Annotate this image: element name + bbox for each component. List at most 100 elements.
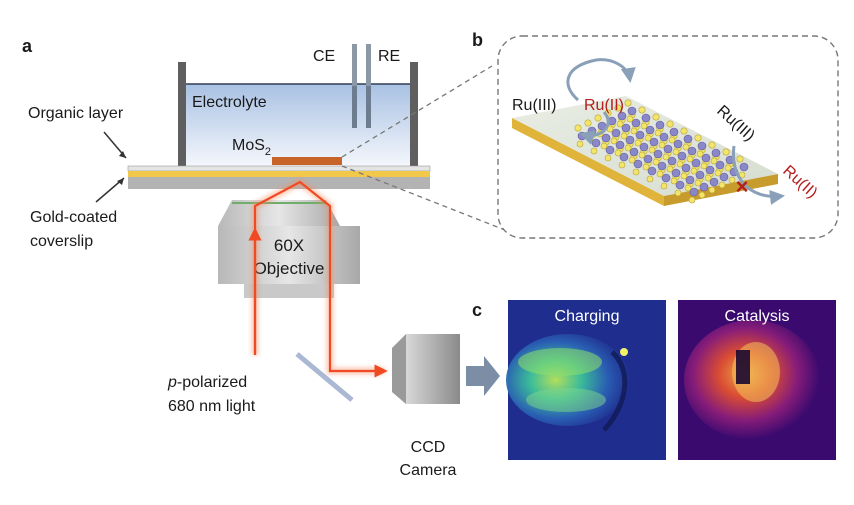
sulfur-atom-bottom	[632, 168, 640, 176]
ccd-label-line1: CCD	[411, 439, 446, 456]
sulfur-atom-bottom	[668, 136, 676, 144]
sulfur-atom-bottom	[694, 179, 702, 187]
reference-electrode-immersed	[366, 86, 371, 128]
sulfur-atom-bottom	[700, 162, 708, 170]
sulfur-atom-bottom	[616, 120, 624, 128]
molybdenum-atom	[663, 144, 673, 154]
sulfur-atom-bottom	[714, 169, 722, 177]
sulfur-atom-bottom	[590, 147, 598, 155]
sulfur-atom-bottom	[682, 143, 690, 151]
sulfur-atom-bottom	[660, 182, 668, 190]
molybdenum-atom	[687, 146, 697, 156]
molybdenum-atom	[671, 168, 681, 178]
molybdenum-atom	[617, 111, 627, 121]
molybdenum-atom	[625, 135, 635, 145]
mos2-label: MoS2	[232, 137, 271, 158]
molybdenum-atom	[657, 161, 667, 171]
ccd-label-line2: Camera	[400, 462, 457, 479]
sulfur-atom-bottom	[638, 151, 646, 159]
molybdenum-atom	[621, 123, 631, 133]
organic-layer-pointer-head	[119, 151, 126, 158]
substrate-gold-front	[512, 118, 664, 206]
sulfur-atom-bottom	[630, 127, 638, 135]
sulfur-atom-bottom	[710, 157, 718, 165]
molybdenum-atom	[647, 166, 657, 176]
sulfur-atom-top	[574, 124, 582, 132]
blocked-reaction-arrow	[731, 145, 785, 205]
organic-layer-label: Organic layer	[28, 105, 124, 122]
molybdenum-atom	[655, 120, 665, 130]
molybdenum-atom	[691, 158, 701, 168]
sulfur-atom-bottom	[600, 142, 608, 150]
zoom-line-bottom	[341, 165, 511, 233]
electrolyte-volume	[186, 84, 410, 166]
molybdenum-atom	[631, 118, 641, 128]
mos2-flake	[272, 157, 342, 165]
sulfur-atom-bottom	[604, 154, 612, 162]
sulfur-atom-bottom	[654, 129, 662, 137]
sulfur-atom-top	[652, 113, 660, 121]
molybdenum-atom	[601, 133, 611, 143]
objective-body	[218, 226, 360, 284]
sulfur-atom-bottom	[704, 174, 712, 182]
molybdenum-atom	[719, 172, 729, 182]
sulfur-atom-bottom	[690, 167, 698, 175]
sulfur-atom-top	[638, 106, 646, 114]
sulfur-atom-bottom	[658, 141, 666, 149]
objective-top-lens	[218, 200, 340, 226]
molybdenum-atom	[677, 151, 687, 161]
cell-wall-left	[178, 62, 186, 166]
sulfur-atom-bottom	[648, 146, 656, 154]
charging-image: Charging	[506, 300, 666, 460]
molybdenum-atom	[681, 163, 691, 173]
molybdenum-atom	[605, 145, 615, 155]
catalysis-title: Catalysis	[725, 308, 790, 325]
cycle-arrow-bottom	[579, 111, 610, 145]
molybdenum-atom	[629, 147, 639, 157]
sulfur-atom-bottom	[728, 176, 736, 184]
camera-to-images-arrow	[466, 356, 500, 396]
sulfur-atom-bottom	[662, 153, 670, 161]
sulfur-atom-top	[694, 134, 702, 142]
electrolyte-label: Electrolyte	[192, 94, 267, 111]
sulfur-atom-bottom	[652, 158, 660, 166]
molybdenum-atom	[697, 141, 707, 151]
sulfur-atom-bottom	[640, 122, 648, 130]
re-label: RE	[378, 48, 400, 65]
molybdenum-atom	[611, 128, 621, 138]
sulfur-atom-top	[584, 119, 592, 127]
molybdenum-atom	[683, 134, 693, 144]
molybdenum-atom	[669, 127, 679, 137]
mirror	[295, 352, 354, 402]
sulfur-atom-bottom	[688, 196, 696, 204]
molybdenum-atom	[739, 162, 749, 172]
sulfur-atom-bottom	[718, 181, 726, 189]
sulfur-atom-top	[594, 114, 602, 122]
molybdenum-atom	[699, 182, 709, 192]
sulfur-atom-top	[708, 141, 716, 149]
laser-beam-path	[248, 177, 388, 378]
sulfur-atom-bottom	[614, 149, 622, 157]
cycle-arrow-top	[566, 58, 636, 102]
molybdenum-atom	[695, 170, 705, 180]
molybdenum-atom	[619, 152, 629, 162]
light-label-line2: 680 nm light	[168, 398, 256, 415]
left-ru2-label: Ru(II)	[584, 97, 624, 114]
sulfur-atom-bottom	[684, 184, 692, 192]
sulfur-atom-bottom	[708, 186, 716, 194]
molybdenum-atom	[709, 177, 719, 187]
ccd-camera-front	[392, 334, 406, 404]
molybdenum-atom	[615, 140, 625, 150]
light-label-line1: p-polarized	[167, 374, 247, 391]
ce-label: CE	[313, 48, 335, 65]
sulfur-atom-bottom	[628, 156, 636, 164]
charging-title: Charging	[555, 308, 620, 325]
sulfur-atom-bottom	[644, 134, 652, 142]
molybdenum-atom	[715, 160, 725, 170]
sulfur-atom-top	[680, 127, 688, 135]
mos2-lattice	[574, 99, 749, 204]
gold-coverslip-label-line1: Gold-coated	[30, 209, 117, 226]
sulfur-atom-top	[666, 120, 674, 128]
molybdenum-atom	[645, 125, 655, 135]
